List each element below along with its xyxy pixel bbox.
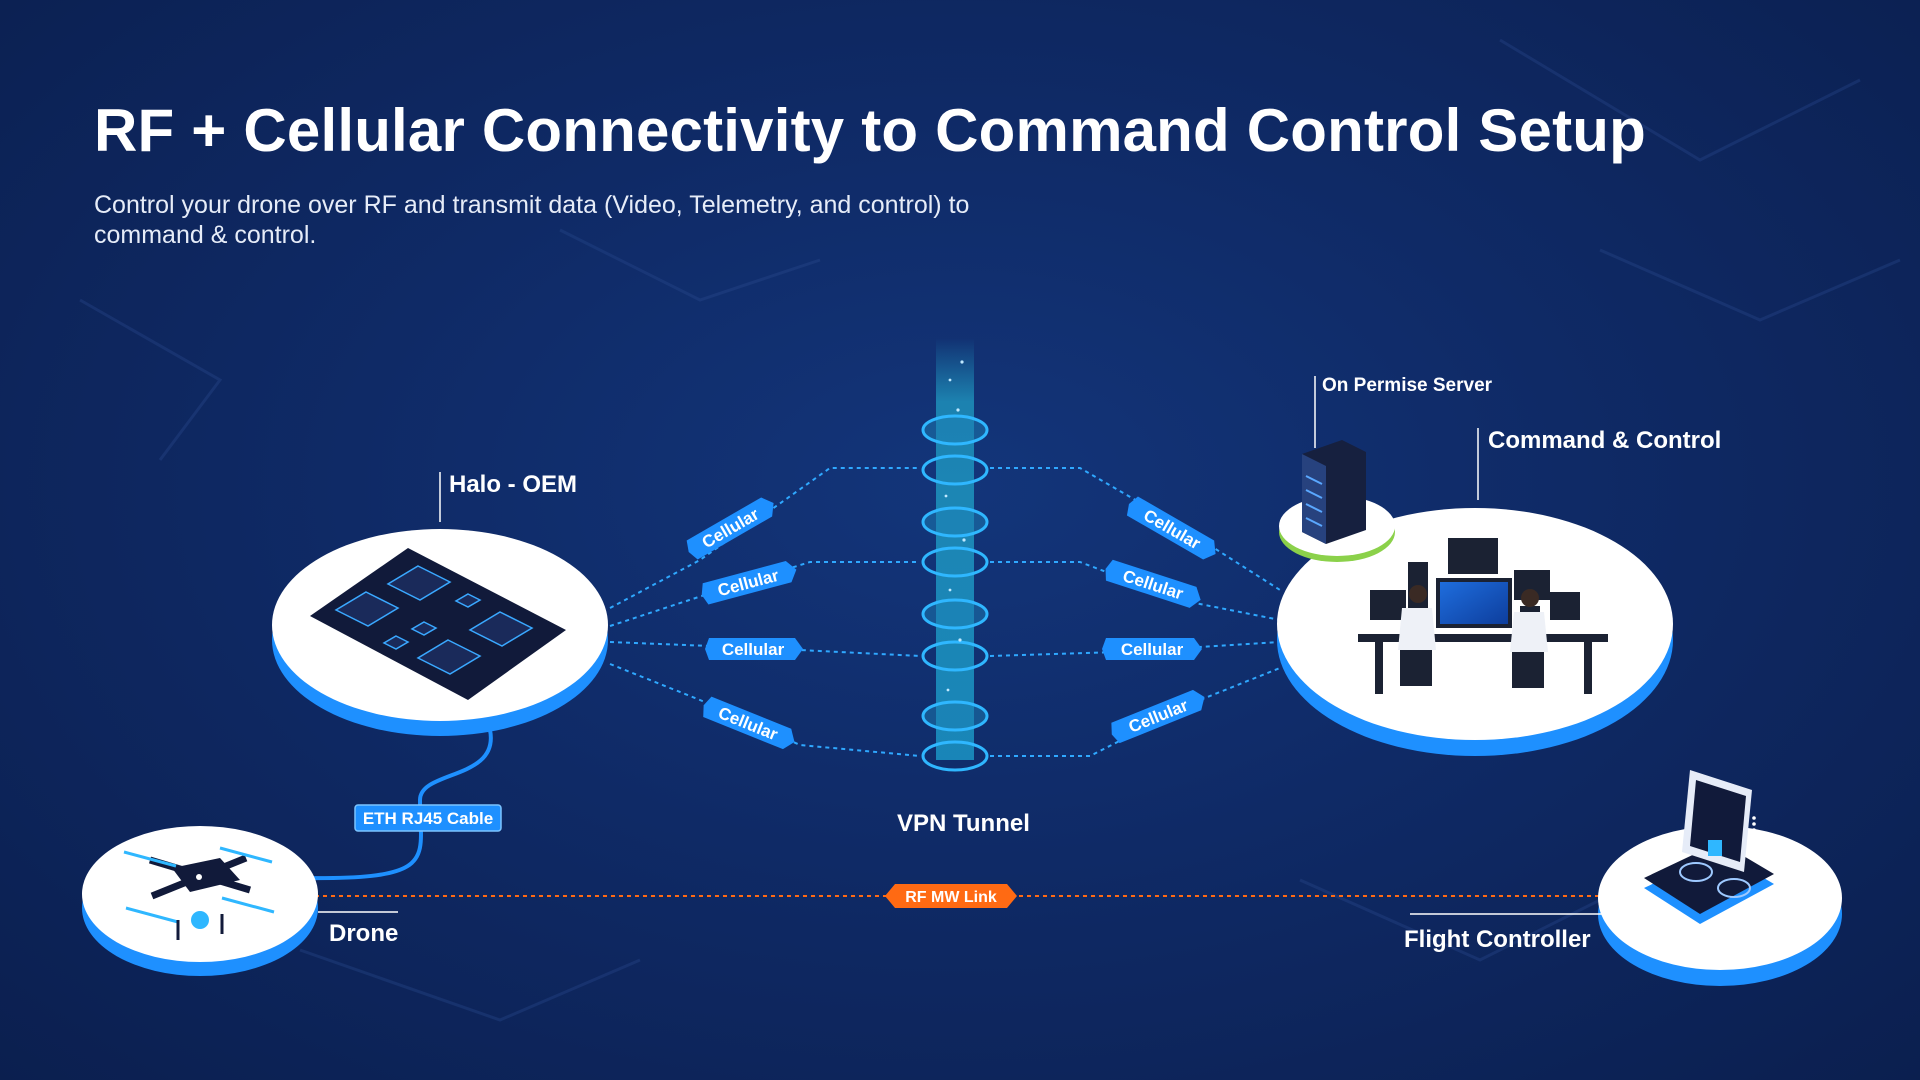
page-subtitle: Control your drone over RF and transmit … [94, 191, 970, 249]
command-label: Command & Control [1488, 427, 1722, 454]
drone-icon [123, 846, 275, 940]
svg-text:Cellular: Cellular [1121, 640, 1184, 659]
controller-platform [1598, 770, 1842, 986]
cellular-pill-left-2: Cellular [701, 561, 797, 605]
cellular-pill-right-2: Cellular [1105, 559, 1201, 608]
vpn-tunnel-label: VPN Tunnel [897, 810, 1030, 837]
halo-platform [272, 529, 608, 736]
svg-text:Cellular: Cellular [722, 640, 785, 659]
drone-platform [82, 826, 318, 976]
page-title: RF + Cellular Connectivity to Command Co… [94, 97, 1646, 164]
svg-text:Cellular: Cellular [715, 703, 780, 744]
server-label: On Permise Server [1322, 375, 1493, 396]
svg-text:ETH RJ45 Cable: ETH RJ45 Cable [363, 809, 493, 828]
background-pattern [79, 38, 1901, 1022]
controller-label: Flight Controller [1404, 926, 1591, 953]
cellular-pill-right-1: Cellular [1126, 496, 1216, 560]
svg-text:RF MW Link: RF MW Link [905, 889, 997, 906]
vpn-tunnel-tower [921, 338, 989, 772]
eth-cable-label: ETH RJ45 Cable [354, 804, 502, 832]
server-platform [1279, 440, 1395, 562]
eth-cable [299, 729, 493, 881]
cellular-pill-left-4: Cellular [703, 696, 795, 750]
rf-link-label: RF MW Link [885, 884, 1017, 908]
svg-text:Cellular: Cellular [1120, 566, 1186, 603]
cellular-pill-right-3: Cellular [1102, 638, 1202, 660]
command-platform [1277, 508, 1673, 756]
cellular-pill-left-1: Cellular [686, 497, 774, 560]
halo-label: Halo - OEM [449, 471, 578, 498]
cellular-pill-left-3: Cellular [705, 638, 803, 660]
flight-controller-icon [1644, 770, 1774, 924]
svg-text:Cellular: Cellular [1126, 696, 1191, 737]
svg-text:Cellular: Cellular [716, 566, 782, 601]
halo-board-icon [310, 548, 566, 700]
operators-workstation-icon [1358, 538, 1608, 694]
server-rack-icon [1302, 440, 1366, 544]
drone-label: Drone [329, 920, 399, 947]
cellular-pill-right-4: Cellular [1111, 689, 1205, 744]
